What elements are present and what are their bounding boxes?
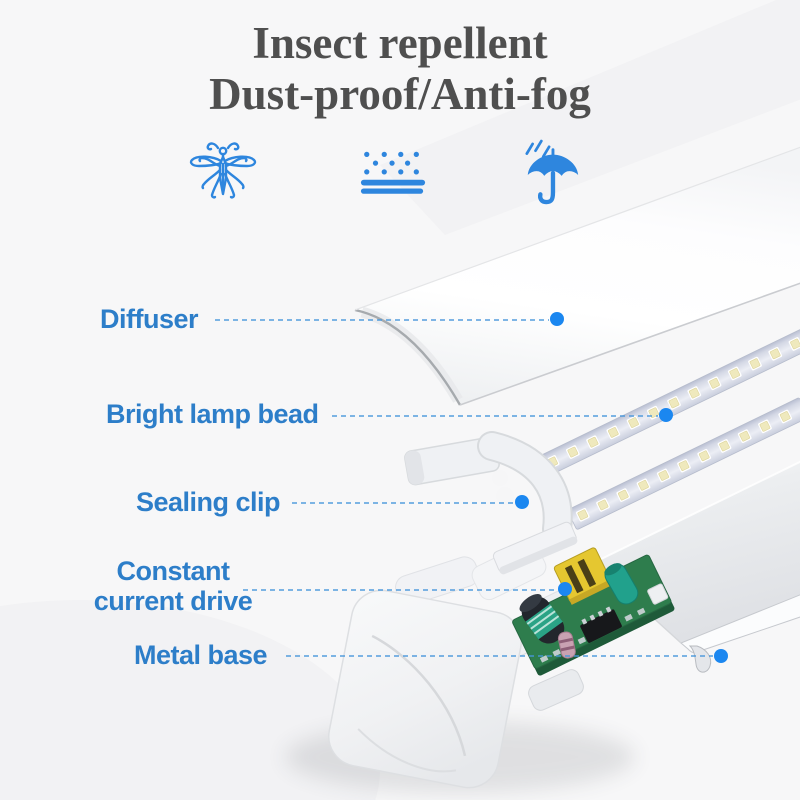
end-cap: [285, 589, 635, 793]
leader-lines: [215, 319, 713, 657]
label-diffuser: Diffuser: [100, 304, 199, 334]
led-strips: [535, 322, 800, 530]
page-title: Insect repellent Dust-proof/Anti-fog: [0, 18, 800, 120]
leader-dot-diffuser: [550, 312, 564, 326]
connector: [647, 583, 669, 605]
dust-proof-icon: [360, 151, 426, 194]
end-cap-tab-lower: [528, 669, 584, 711]
title-line-1: Insect repellent: [252, 18, 548, 68]
label-constant-current-drive: Constant current drive: [93, 556, 253, 616]
capacitor-large: [519, 593, 565, 644]
leader-dot-sealing-clip: [515, 495, 529, 509]
sealing-clip: [404, 431, 578, 575]
sealing-clip-foot: [492, 521, 578, 575]
leader-dot-constant-current-drive: [558, 582, 572, 596]
diffuser-panel: [354, 146, 800, 406]
leader-dot-bright-lamp-bead: [659, 408, 673, 422]
label-metal-base: Metal base: [134, 640, 268, 670]
end-cap-body: [328, 589, 522, 789]
ic-chip: [580, 606, 622, 643]
leader-dot-metal-base: [714, 649, 728, 663]
capacitor-small: [557, 631, 576, 659]
leader-dots: [515, 312, 728, 663]
metal-base-lip-hook: [688, 645, 712, 673]
capacitor-teal: [604, 563, 639, 605]
title-line-2: Dust-proof/Anti-fog: [209, 69, 591, 119]
rainproof-umbrella-icon: [525, 139, 579, 205]
driver-pcb: [512, 547, 675, 676]
mosquito-icon: [189, 142, 257, 199]
label-sealing-clip: Sealing clip: [136, 487, 281, 517]
label-bright-lamp-bead: Bright lamp bead: [106, 399, 319, 429]
